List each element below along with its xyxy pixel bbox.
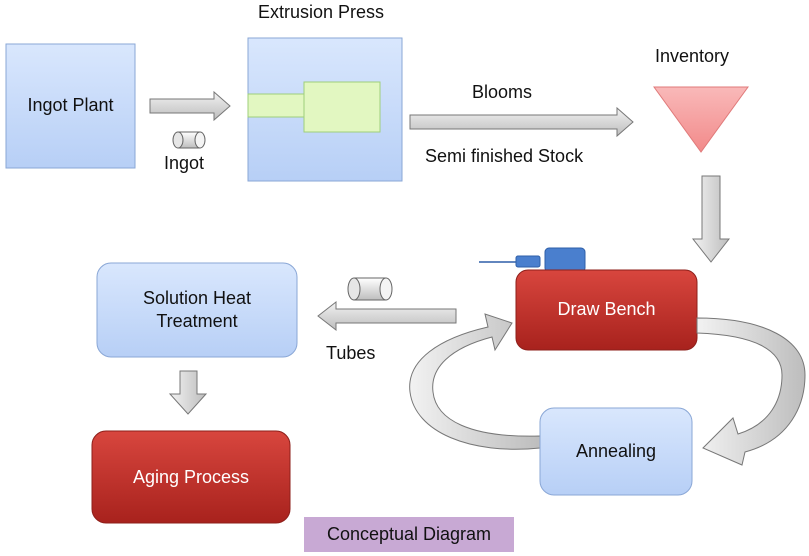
ingot-plant-box bbox=[5, 43, 136, 169]
draw-bench-box bbox=[515, 269, 698, 351]
aging-process-label: Aging Process bbox=[132, 467, 250, 487]
loop-arrow-to-annealing bbox=[696, 317, 806, 466]
ingot-label: Ingot bbox=[164, 153, 205, 173]
tubes-label: Tubes bbox=[326, 343, 376, 363]
solution-heat-treatment-label: Solution Heat Treatment bbox=[142, 288, 252, 331]
caption-label: Conceptual Diagram bbox=[326, 524, 492, 544]
ingot-cylinder-icon bbox=[172, 131, 206, 149]
tube-cylinder-icon bbox=[347, 277, 393, 301]
loop-arrow-to-drawbench bbox=[409, 313, 541, 450]
caption-background bbox=[304, 517, 514, 552]
arrow-heat-treatment-to-aging bbox=[168, 370, 208, 415]
extrusion-die-block bbox=[303, 81, 381, 133]
solution-heat-treatment-box bbox=[96, 262, 298, 358]
annealing-box bbox=[539, 407, 693, 496]
inventory-triangle-icon bbox=[653, 86, 749, 153]
extrusion-press-label: Extrusion Press bbox=[258, 2, 385, 22]
ingot-plant-label: Ingot Plant bbox=[27, 95, 114, 115]
semi-finished-stock-label: Semi finished Stock bbox=[425, 146, 584, 166]
arrow-press-to-inventory bbox=[409, 106, 634, 138]
arrow-ingot-to-press bbox=[149, 90, 231, 122]
aging-process-box bbox=[91, 430, 291, 524]
blooms-label: Blooms bbox=[472, 82, 533, 102]
arrow-drawbench-to-heat-treatment bbox=[317, 300, 457, 332]
arrow-inventory-to-drawbench bbox=[691, 175, 731, 263]
draw-bench-motor-icon bbox=[479, 247, 586, 273]
inventory-label: Inventory bbox=[655, 46, 730, 66]
draw-bench-label: Draw Bench bbox=[557, 299, 656, 319]
annealing-label: Annealing bbox=[575, 441, 657, 461]
extrusion-die-stem bbox=[247, 93, 309, 118]
